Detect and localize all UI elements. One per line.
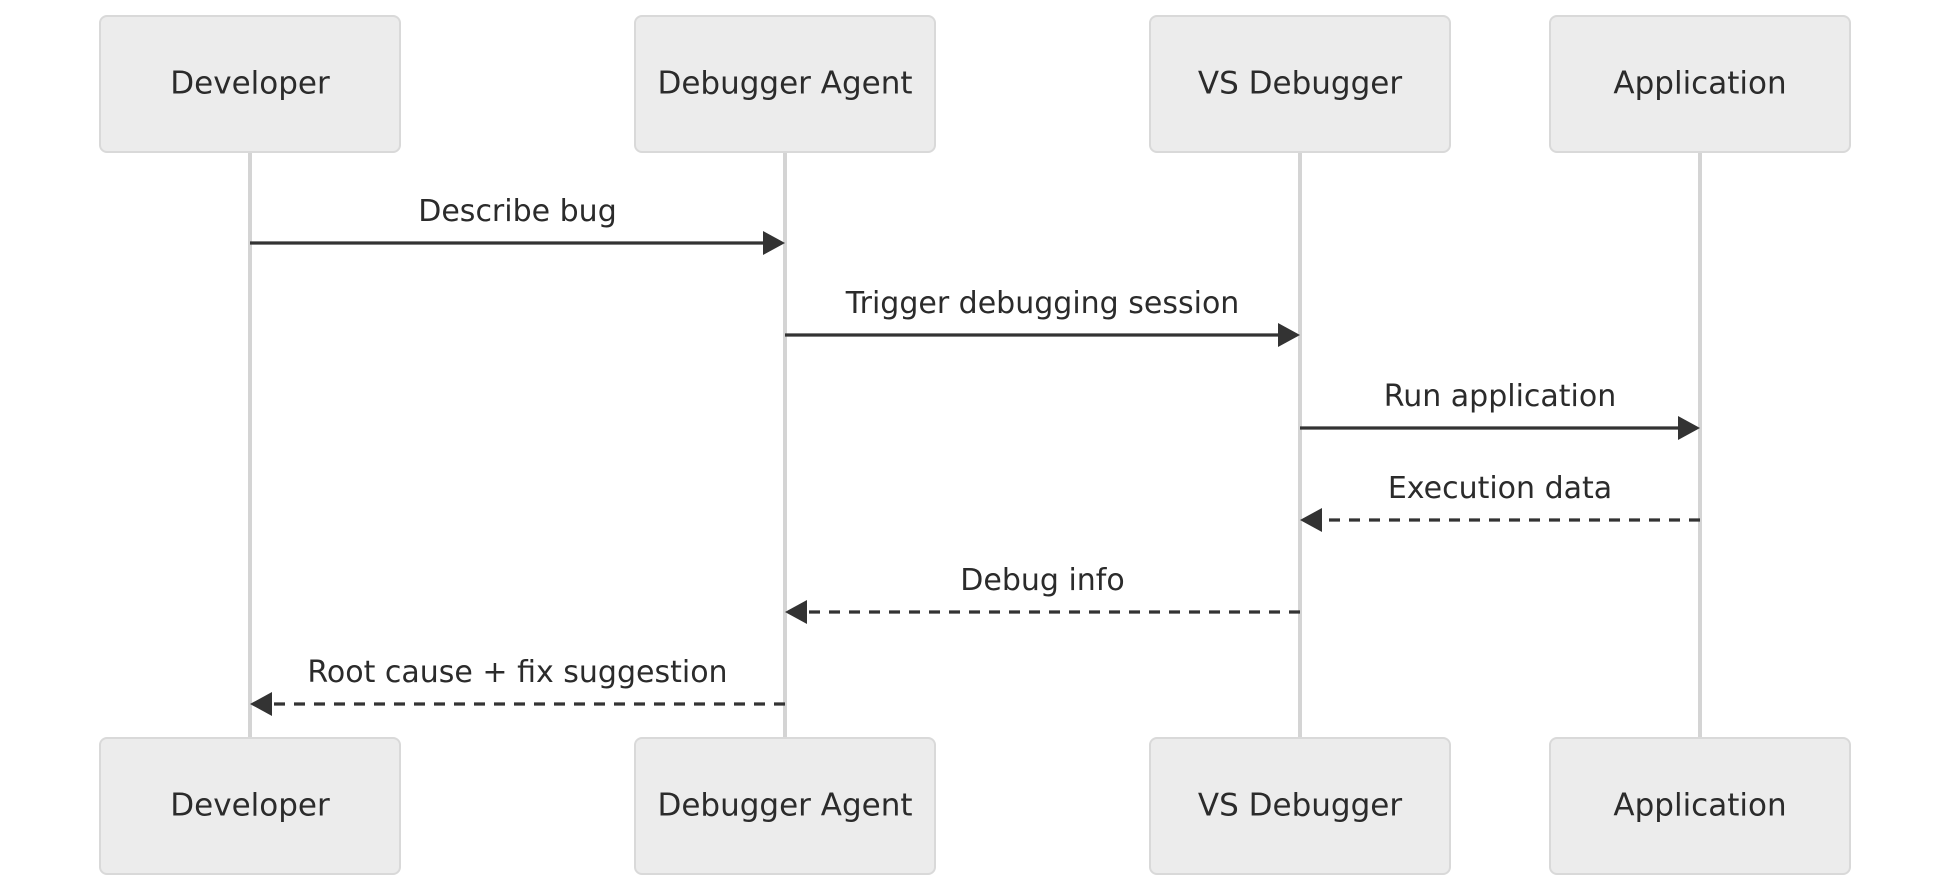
participant-top-rect-developer <box>99 15 401 153</box>
message-5[interactable]: Debug info <box>785 563 1300 624</box>
message-1[interactable]: Describe bug <box>250 194 785 255</box>
participant-top-group: Developer Debugger Agent VS Debugger Applic… <box>99 15 1851 153</box>
message-label-3: Run application <box>1384 379 1617 414</box>
message-label-2: Trigger debugging session <box>845 286 1240 321</box>
message-arrowhead-2 <box>1278 323 1300 347</box>
participant-top-rect-debugger-agent <box>634 15 936 153</box>
participant-bottom-label-debugger-agent: Debugger Agent <box>657 788 912 824</box>
participant-top-vs-debugger[interactable]: VS Debugger <box>1149 15 1451 153</box>
message-label-5: Debug info <box>960 563 1124 598</box>
participant-top-label-developer: Developer <box>170 66 330 102</box>
message-arrowhead-6 <box>250 692 272 716</box>
participant-bottom-rect-application <box>1549 737 1851 875</box>
participant-bottom-group: Developer Debugger Agent VS Debugger Applic… <box>99 737 1851 875</box>
participant-top-developer[interactable]: Developer <box>99 15 401 153</box>
participant-bottom-rect-vs-debugger <box>1149 737 1451 875</box>
message-arrowhead-4 <box>1300 508 1322 532</box>
participant-bottom-rect-debugger-agent <box>634 737 936 875</box>
participant-top-label-application: Application <box>1613 66 1786 102</box>
participant-bottom-label-developer: Developer <box>170 788 330 824</box>
message-4[interactable]: Execution data <box>1300 471 1700 532</box>
participant-bottom-vs-debugger[interactable]: VS Debugger <box>1149 737 1451 875</box>
participant-bottom-application[interactable]: Application <box>1549 737 1851 875</box>
participant-top-label-debugger-agent: Debugger Agent <box>657 66 912 102</box>
participant-top-label-vs-debugger: VS Debugger <box>1198 66 1402 102</box>
message-2[interactable]: Trigger debugging session <box>785 286 1300 347</box>
message-arrowhead-1 <box>763 231 785 255</box>
message-label-4: Execution data <box>1388 471 1612 506</box>
message-label-6: Root cause + fix suggestion <box>307 655 727 690</box>
participant-bottom-label-vs-debugger: VS Debugger <box>1198 788 1402 824</box>
participant-top-rect-application <box>1549 15 1851 153</box>
participant-bottom-debugger-agent[interactable]: Debugger Agent <box>634 737 936 875</box>
lifeline-group <box>248 152 1702 738</box>
message-arrowhead-5 <box>785 600 807 624</box>
participant-top-rect-vs-debugger <box>1149 15 1451 153</box>
participant-bottom-rect-developer <box>99 737 401 875</box>
participant-bottom-developer[interactable]: Developer <box>99 737 401 875</box>
participant-bottom-label-application: Application <box>1613 788 1786 824</box>
participant-top-debugger-agent[interactable]: Debugger Agent <box>634 15 936 153</box>
message-6[interactable]: Root cause + fix suggestion <box>250 655 785 716</box>
message-label-1: Describe bug <box>418 194 617 229</box>
participant-top-application[interactable]: Application <box>1549 15 1851 153</box>
message-3[interactable]: Run application <box>1300 379 1700 440</box>
message-arrowhead-3 <box>1678 416 1700 440</box>
